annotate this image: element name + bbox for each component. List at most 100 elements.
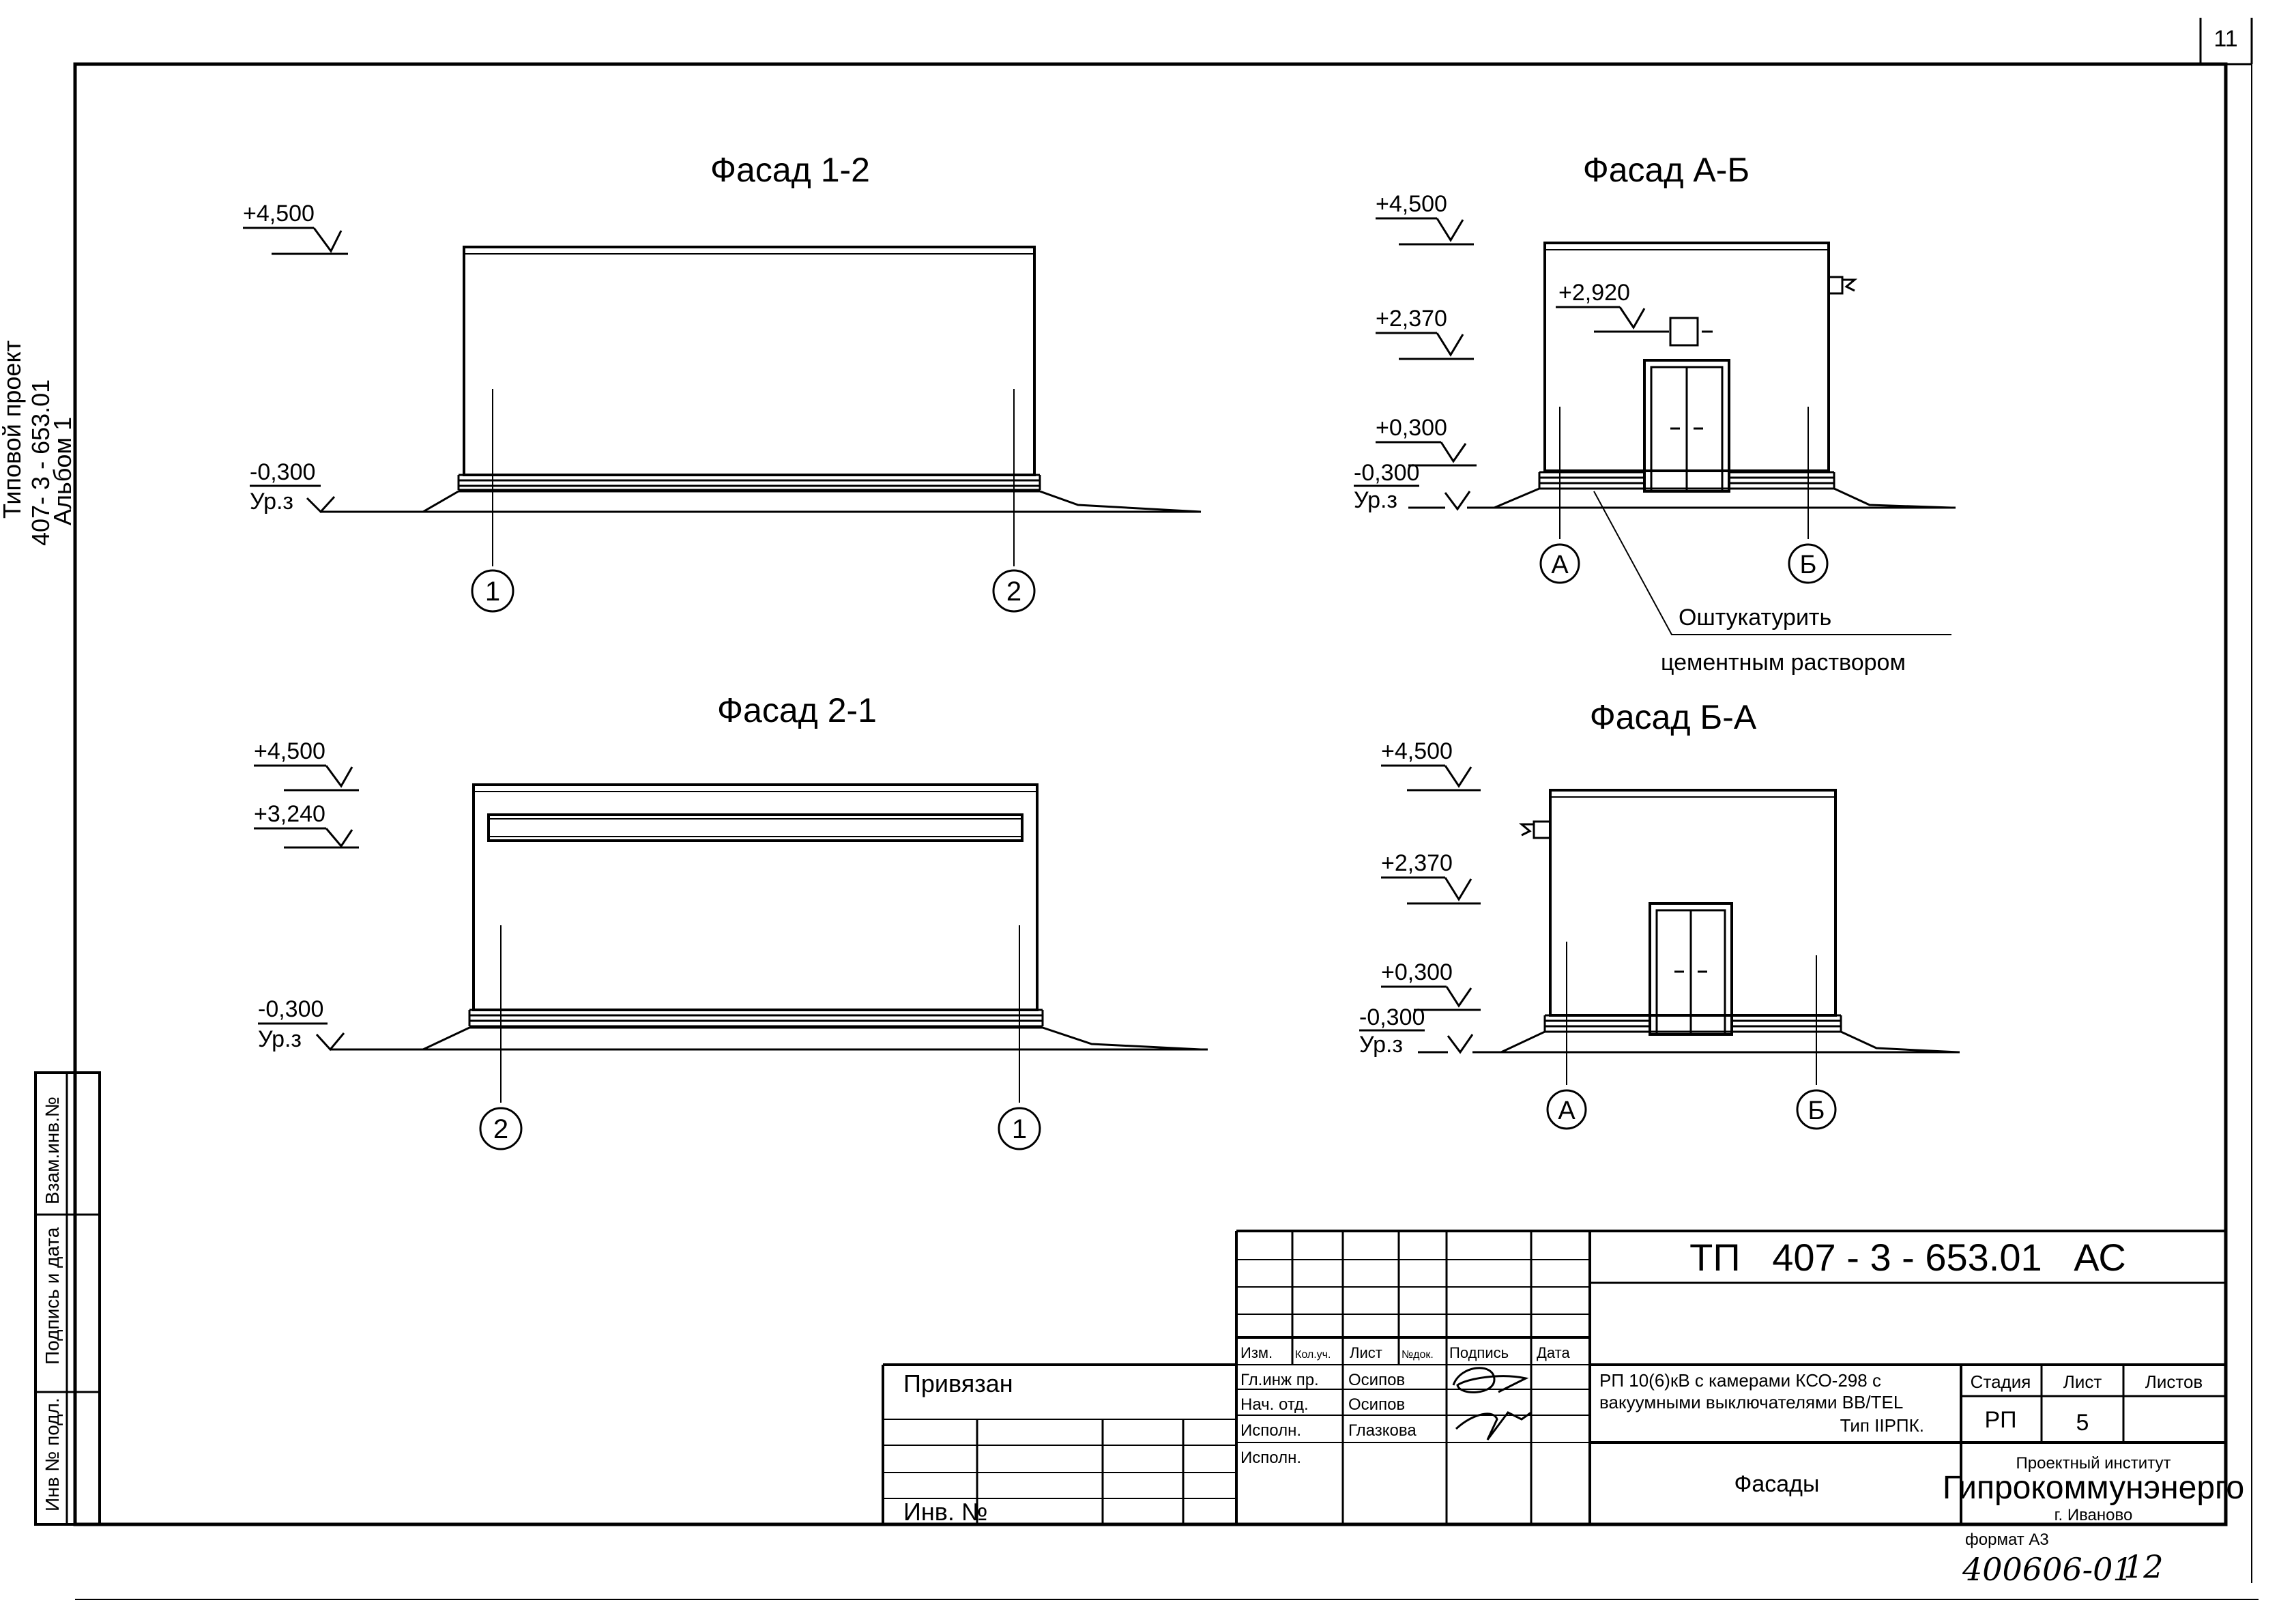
svg-text:Проектный институт: Проектный институт xyxy=(2016,1454,2171,1473)
svg-text:+4,500: +4,500 xyxy=(254,738,325,764)
double-door xyxy=(1649,902,1733,1036)
col-headers: Изм. Кол.уч. Лист №док. Подпись Дата xyxy=(1240,1344,1570,1361)
axis-bubble: А xyxy=(1546,1089,1587,1130)
svg-text:А: А xyxy=(1558,1097,1576,1125)
svg-text:-0,300: -0,300 xyxy=(1359,1004,1425,1030)
axis-bubble: 1 xyxy=(998,1107,1041,1150)
svg-text:Б: Б xyxy=(1800,551,1817,579)
ground-line xyxy=(321,490,1202,513)
svg-text:цементным раствором: цементным раствором xyxy=(1661,650,1906,676)
ground-line xyxy=(330,1026,1202,1051)
level-mark-top: +4,500 xyxy=(1381,738,1481,792)
sheet-number: 11 xyxy=(2213,26,2237,52)
double-door xyxy=(1643,359,1730,493)
svg-text:Осипов: Осипов xyxy=(1348,1395,1405,1414)
facade-a-b: Фасад А-Б +4,500 +2,920 +2,370 +0,300 -0… xyxy=(1354,151,1956,676)
inv-no-label: Инв. № xyxy=(903,1498,988,1526)
plinth xyxy=(457,474,1041,491)
svg-text:Ур.з: Ур.з xyxy=(258,1026,302,1052)
axis-bubble: 2 xyxy=(479,1107,523,1150)
svg-text:Подпись: Подпись xyxy=(1449,1344,1509,1361)
axis-bubble: Б xyxy=(1788,543,1829,584)
plinth xyxy=(1543,1014,1842,1032)
svg-text:2: 2 xyxy=(493,1114,508,1144)
axis-bubble: А xyxy=(1539,543,1580,584)
svg-text:+4,500: +4,500 xyxy=(1376,191,1447,217)
svg-text:Гипрокоммунэнерго: Гипрокоммунэнерго xyxy=(1943,1470,2244,1506)
svg-text:+2,920: +2,920 xyxy=(1558,280,1630,306)
format-label: формат А3 xyxy=(1965,1531,2049,1549)
archive-number: 400606-01 xyxy=(1962,1551,2133,1588)
svg-text:Б: Б xyxy=(1808,1097,1825,1125)
svg-text:Ур.з: Ур.з xyxy=(250,489,293,514)
institute: Проектный институт Гипрокоммунэнерго г. … xyxy=(1943,1454,2244,1524)
svg-text:Стадия: Стадия xyxy=(1971,1372,2031,1392)
facade-title: Фасад 2-1 xyxy=(717,691,877,729)
svg-text:1: 1 xyxy=(1012,1114,1027,1144)
level-mark-vent: +2,920 xyxy=(1556,280,1669,333)
plinth xyxy=(468,1009,1044,1028)
privyazan-label: Привязан xyxy=(903,1369,1013,1397)
vent-grille xyxy=(1655,317,1713,347)
svg-text:Дата: Дата xyxy=(1537,1344,1570,1361)
level-mark-ground: -0,300 Ур.з xyxy=(1354,460,1471,513)
svg-text:Кол.уч.: Кол.уч. xyxy=(1295,1349,1331,1361)
svg-text:Оштукатурить: Оштукатурить xyxy=(1679,605,1831,630)
svg-text:-0,300: -0,300 xyxy=(1354,460,1419,486)
leader-note: Оштукатурить цементным раствором xyxy=(1593,491,1951,676)
svg-text:+2,370: +2,370 xyxy=(1381,850,1453,876)
svg-text:+0,300: +0,300 xyxy=(1381,959,1453,985)
svg-text:Лист: Лист xyxy=(2063,1372,2102,1392)
svg-text:Листов: Листов xyxy=(2145,1372,2203,1392)
svg-text:Исполн.: Исполн. xyxy=(1240,1421,1301,1440)
drawing-frame xyxy=(73,18,2259,1600)
axis-bubble: 1 xyxy=(471,569,514,613)
page-number: 12 xyxy=(2123,1548,2164,1585)
svg-text:Нач. отд.: Нач. отд. xyxy=(1240,1395,1309,1414)
level-mark-ground: -0,300 Ур.з xyxy=(258,996,345,1052)
level-mark-ground: -0,300 Ур.з xyxy=(1359,1004,1474,1058)
level-mark-window: +3,240 xyxy=(254,801,359,849)
svg-text:+0,300: +0,300 xyxy=(1376,415,1447,441)
svg-text:-0,300: -0,300 xyxy=(250,459,315,485)
svg-text:А: А xyxy=(1551,551,1569,579)
facade-1-2: Фасад 1-2 +4,500 -0,300 Ур.з xyxy=(243,151,1202,613)
svg-text:+4,500: +4,500 xyxy=(1381,738,1453,764)
level-mark-ground: -0,300 Ур.з xyxy=(250,459,336,514)
stamp-inv-podl: Инв № подл. xyxy=(42,1397,63,1511)
project-description: РП 10(6)кВ с камерами КСО-298 с вакуумны… xyxy=(1599,1370,1924,1436)
signatures xyxy=(1452,1367,1532,1440)
title-block: ТП 407 - 3 - 653.01 АС Изм. Кол.уч. Лист… xyxy=(882,1230,2244,1588)
left-stamp: Инв № подл. Подпись и дата Взам.инв.№ xyxy=(34,1071,101,1526)
svg-text:Гл.инж пр.: Гл.инж пр. xyxy=(1240,1371,1319,1389)
facade-2-1: Фасад 2-1 +4,500 +3,240 xyxy=(254,691,1208,1150)
svg-text:5: 5 xyxy=(2076,1410,2089,1436)
axis-bubble: 2 xyxy=(992,569,1036,613)
facade-b-a: Фасад Б-А +4,500 +2,370 +0,300 -0,300 Ур… xyxy=(1359,698,1960,1130)
svg-text:1: 1 xyxy=(485,577,500,607)
svg-text:РП 10(6)кВ с камерами КСО-298: РП 10(6)кВ с камерами КСО-298 с xyxy=(1599,1370,1881,1391)
level-mark-door: +2,370 xyxy=(1376,306,1474,360)
axis-bubble: Б xyxy=(1796,1089,1837,1130)
svg-text:РП: РП xyxy=(1984,1407,2016,1433)
ground-line xyxy=(1494,487,1952,509)
names: Осипов Осипов Глазкова xyxy=(1348,1371,1417,1440)
svg-text:Лист: Лист xyxy=(1350,1344,1382,1361)
svg-text:+3,240: +3,240 xyxy=(254,801,325,827)
level-mark-top: +4,500 xyxy=(254,738,359,792)
stamp-vzam-inv: Взам.инв.№ xyxy=(42,1097,63,1204)
facade-title: Фасад 1-2 xyxy=(710,151,870,189)
svg-text:Тип IIРПК.: Тип IIРПК. xyxy=(1840,1415,1924,1436)
svg-text:Ур.з: Ур.з xyxy=(1359,1032,1403,1058)
roles: Гл.инж пр. Нач. отд. Исполн. Исполн. xyxy=(1240,1371,1319,1467)
side-label-project: Типовой проект xyxy=(0,340,26,519)
svg-text:+2,370: +2,370 xyxy=(1376,306,1447,332)
wall-outline xyxy=(463,246,1036,476)
side-labels: Типовой проект 407- 3 - 653.01 Альбом 1 xyxy=(0,340,76,546)
svg-text:Осипов: Осипов xyxy=(1348,1371,1405,1389)
wall-outline xyxy=(1549,789,1837,1017)
svg-text:г. Иваново: г. Иваново xyxy=(2055,1506,2133,1524)
ground-line xyxy=(1500,1030,1959,1054)
ribbon-window xyxy=(487,813,1023,842)
svg-text:+4,500: +4,500 xyxy=(243,201,315,227)
